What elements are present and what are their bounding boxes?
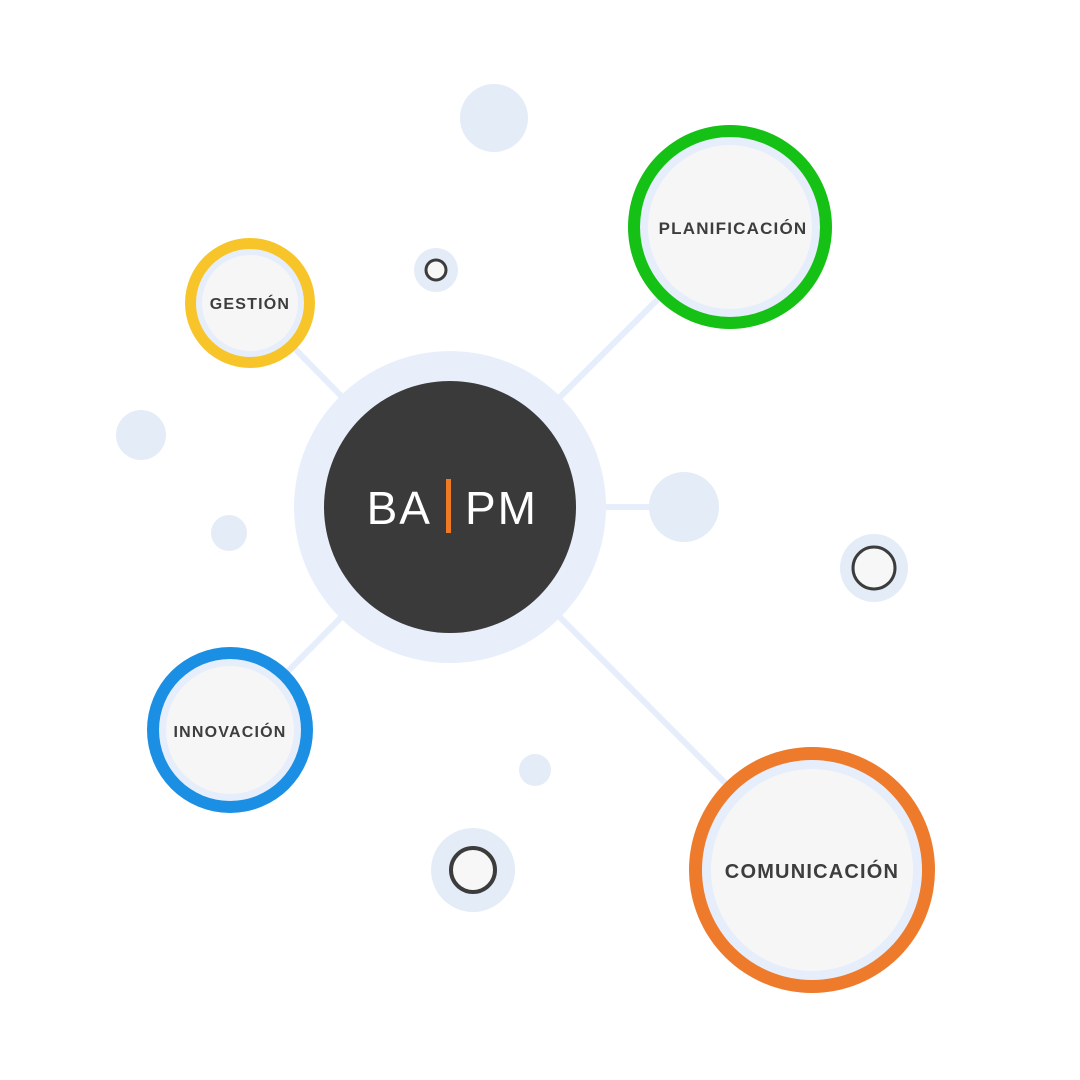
node-label-innovacion: INNOVACIÓN [173, 722, 286, 741]
decorative-dots [116, 84, 719, 786]
small-ring [840, 534, 908, 602]
center-left-text: BA [367, 482, 432, 534]
decor-dot [211, 515, 247, 551]
small-rings [414, 248, 908, 912]
center-right-text: PM [465, 482, 538, 534]
center-divider [446, 479, 451, 533]
decor-dot [649, 472, 719, 542]
node-innovacion: INNOVACIÓN [147, 647, 313, 813]
node-label-comunicacion: COMUNICACIÓN [725, 859, 899, 883]
center-hub: BA PM [294, 351, 606, 663]
node-label-gestion: GESTIÓN [210, 294, 290, 313]
decor-dot [519, 754, 551, 786]
decor-dot [460, 84, 528, 152]
node-comunicacion: COMUNICACIÓN [689, 747, 935, 993]
node-gestion: GESTIÓN [185, 238, 315, 368]
node-planificacion: PLANIFICACIÓN [628, 125, 832, 329]
small-ring [431, 828, 515, 912]
node-label-planificacion: PLANIFICACIÓN [659, 219, 808, 238]
small-ring [414, 248, 458, 292]
decor-dot [116, 410, 166, 460]
